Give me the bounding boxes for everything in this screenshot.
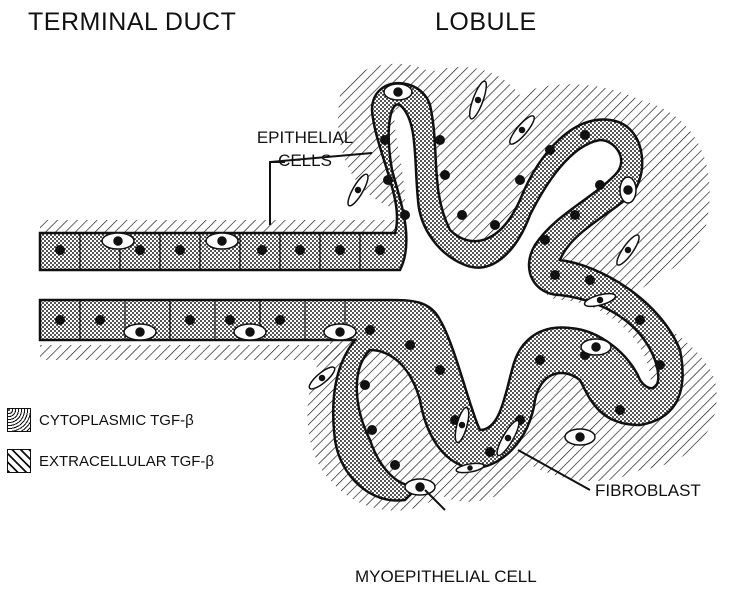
legend-extracellular-label: EXTRACELLULAR TGF-β bbox=[39, 453, 214, 470]
legend-extracellular: EXTRACELLULAR TGF-β bbox=[7, 449, 214, 473]
label-myoepithelial-cell: MYOEPITHELIAL CELL bbox=[355, 567, 537, 587]
label-epithelial-cells: EPITHELIAL CELLS bbox=[240, 128, 370, 171]
legend-cytoplasmic-label: CYTOPLASMIC TGF-β bbox=[39, 412, 194, 429]
label-epithelial-line2: CELLS bbox=[240, 151, 370, 171]
title-lobule: LOBULE bbox=[435, 8, 537, 37]
title-terminal-duct: TERMINAL DUCT bbox=[28, 8, 236, 37]
legend-cytoplasmic: CYTOPLASMIC TGF-β bbox=[7, 408, 194, 432]
legend-swatch-hatched bbox=[7, 449, 31, 473]
label-fibroblast: FIBROBLAST bbox=[595, 481, 701, 501]
duct-lower-stroma bbox=[40, 345, 340, 360]
legend-swatch-stippled bbox=[7, 408, 31, 432]
duct-upper-stroma bbox=[40, 220, 410, 233]
label-epithelial-line1: EPITHELIAL bbox=[240, 128, 370, 148]
